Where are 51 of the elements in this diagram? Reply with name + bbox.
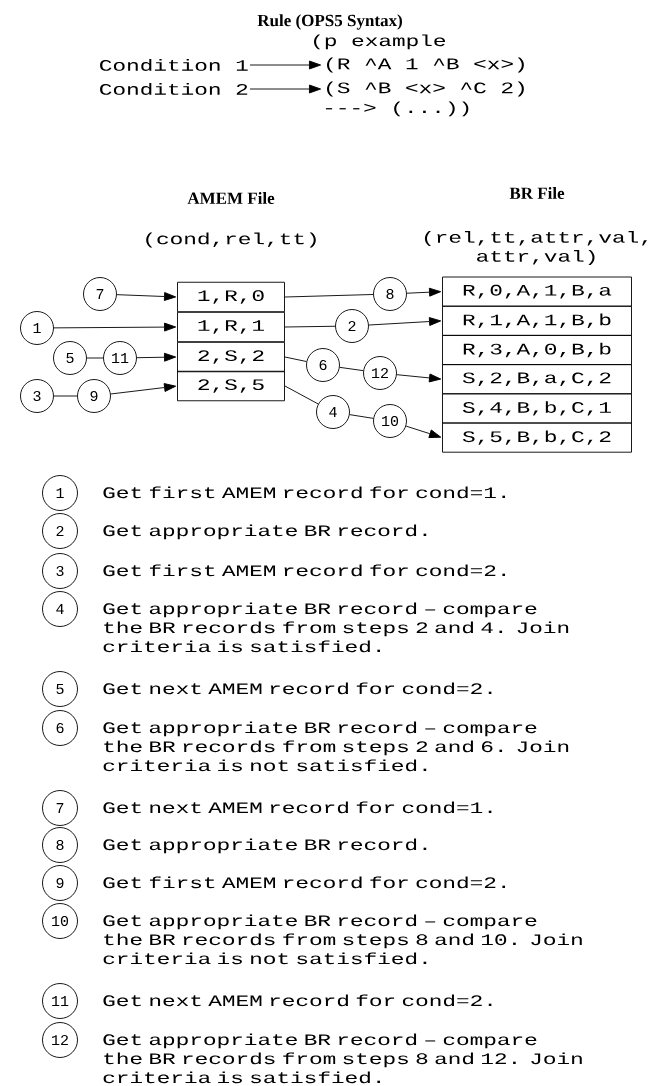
connector-line [284,385,319,405]
column-header: (cond,rel,tt) [146,232,316,248]
arrow [368,317,442,326]
record-row: R,3,A,0,B,b [442,334,632,366]
code-line: (S ^B <x> ^C 2) [327,81,524,97]
condition-label: Condition 2 [100,83,248,95]
code-line: (p example [314,34,446,50]
connector-line [284,356,307,362]
record-row: 2,S,2 [177,341,285,373]
arrow [249,60,322,70]
code-line: (R ^A 1 ^B <x>) [327,57,524,73]
record-row: S,4,B,b,C,1 [442,393,632,424]
record-row: 1,R,1 [177,311,285,343]
connector-line [53,395,78,397]
condition-label: Condition 1 [100,59,248,71]
arrow [110,383,177,395]
record-row: S,2,B,a,C,2 [442,364,632,395]
step-description: Get appropriate BR record – compare the BR records from steps 2 and 6. Join criteria is not satisfied. [103,721,569,772]
arrow [406,287,442,297]
column-heading: BR File [509,187,565,199]
record-row: S,5,B,b,C,2 [442,422,632,453]
connector-line [284,325,336,328]
connector-line [284,294,374,298]
record-row: 2,S,5 [177,370,285,402]
connector-line [339,366,364,372]
step-description: Get appropriate BR record. [103,524,427,540]
column-header: (rel,tt,attr,val, attr,val) [424,231,647,265]
step-description: Get appropriate BR record – compare the BR records from steps 8 and 10. Join criteria is not satisfied. [103,914,582,965]
record-row: R,1,A,1,B,b [442,305,632,336]
step-description: Get appropriate BR record – compare the BR records from steps 2 and 4. Join criteria is satisfied. [103,602,569,653]
arrow [405,425,442,439]
arrow [136,352,177,362]
step-description: Get appropriate BR record. [103,838,427,854]
step-description: Get first AMEM record for cond=1. [103,486,505,499]
step-description: Get next AMEM record for cond=2. [103,682,492,695]
arrow [396,373,442,383]
step-description: Get first AMEM record for cond=2. [103,564,505,577]
step-description: Get next AMEM record for cond=1. [103,801,492,814]
column-heading: AMEM File [187,192,275,204]
title: Rule (OPS5 Syntax) [257,14,402,30]
record-row: R,0,A,1,B,a [442,276,632,307]
code-line: ---> (...)) [325,101,469,117]
step-description: Get first AMEM record for cond=2. [103,876,505,889]
arrow [116,292,177,301]
record-row: 1,R,0 [177,281,285,313]
arrow [249,84,322,94]
step-description: Get appropriate BR record – compare the BR records from steps 8 and 12. Join criteria is satisfied. [103,1033,582,1084]
connector-line [86,357,104,359]
arrow [53,322,177,332]
connector-line [349,414,374,419]
step-description: Get next AMEM record for cond=2. [103,994,492,1007]
